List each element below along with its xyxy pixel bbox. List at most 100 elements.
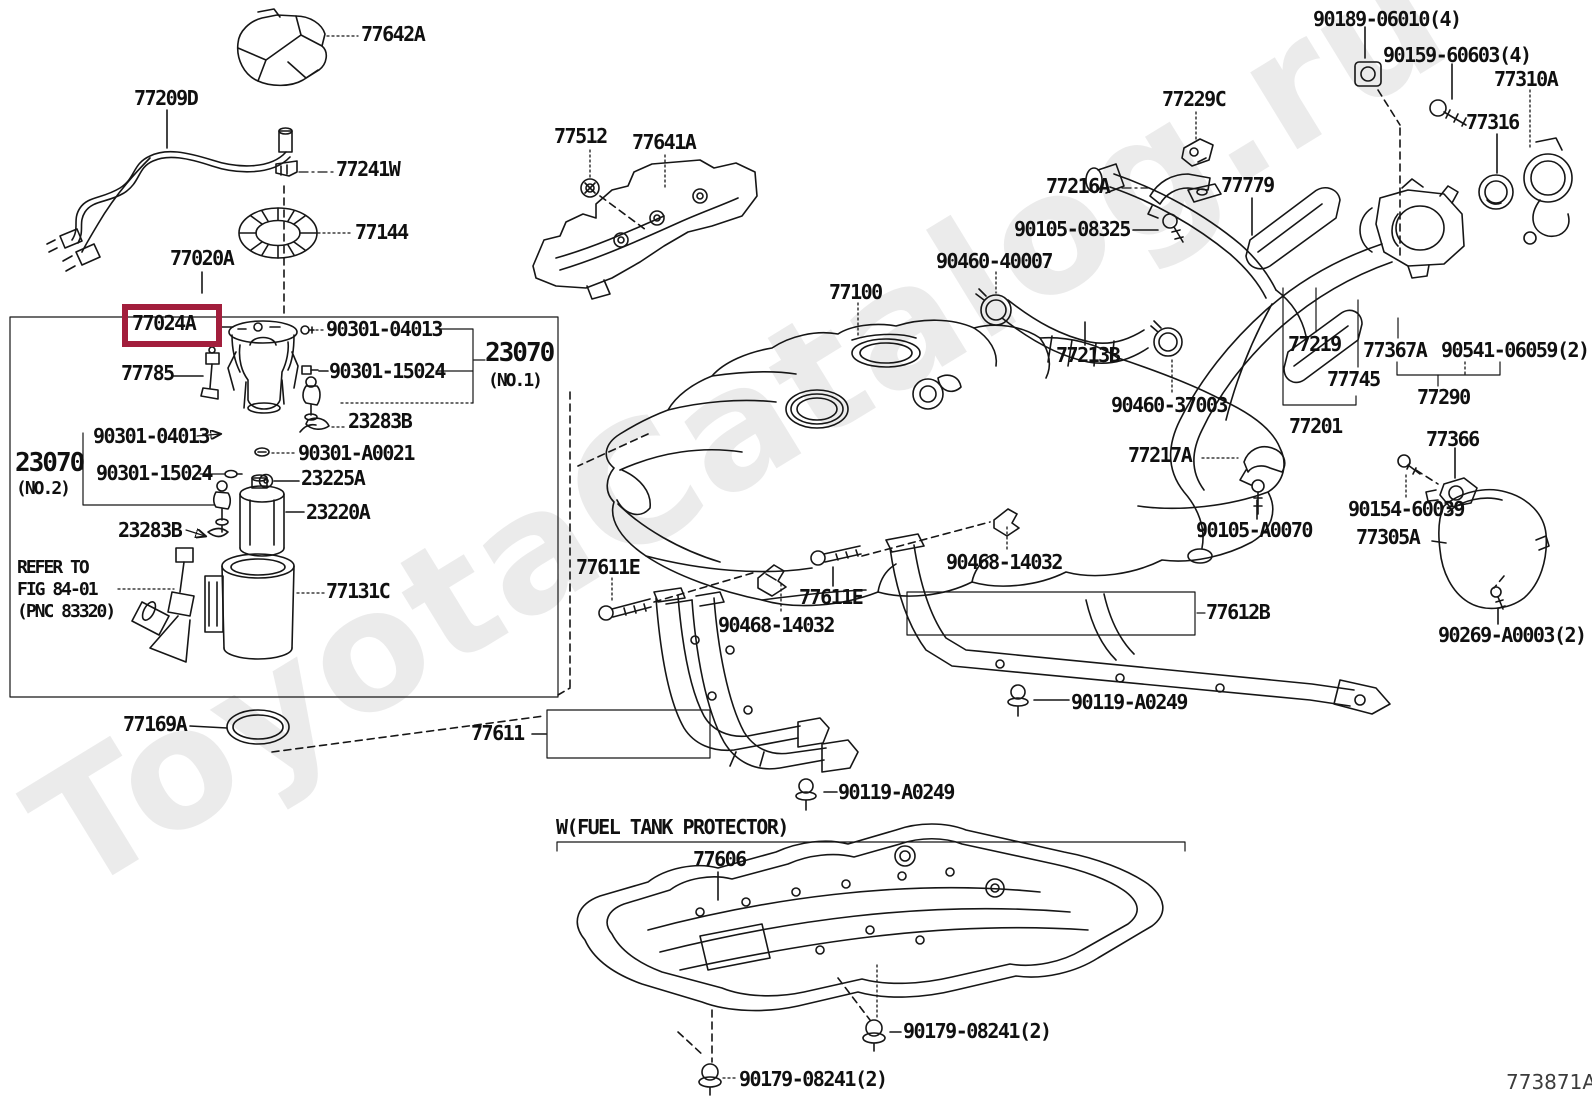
part-label-23220A: 23220A [306, 500, 371, 524]
part-label-77100: 77100 [829, 280, 883, 304]
part-label-77024A: 77024A [132, 311, 197, 335]
screw-90301-15024-a [301, 365, 319, 375]
part-label-77229C: 77229C [1162, 87, 1227, 111]
part-label-77213B: 77213B [1056, 343, 1121, 367]
bolt-77611E-1 [598, 598, 652, 621]
fuel-pump-canister-drawing [239, 474, 285, 557]
fuel-tank-drawing [605, 319, 1285, 607]
pump-module-drawing [227, 320, 299, 414]
injector-23220-parts [212, 480, 232, 533]
part-label-77217A: 77217A [1128, 443, 1193, 467]
screw-90159-drawing [1429, 99, 1467, 127]
part-label-W-FUEL-TANK-PROTECTOR-: W(FUEL TANK PROTECTOR) [556, 815, 789, 839]
bolt-90179-bottom [698, 1063, 722, 1096]
part-label-23283B: 23283B [348, 409, 413, 433]
part-label-77290: 77290 [1417, 385, 1471, 409]
leader-lines [73, 26, 1531, 1079]
part-label--NO-2-: (NO.2) [16, 478, 71, 499]
part-label-90468-14032: 90468-14032 [718, 613, 835, 637]
hook-23283B-left [207, 527, 229, 538]
part-77785-drawing [200, 346, 220, 400]
part-label-77512: 77512 [554, 124, 608, 148]
bolt-77512-drawing [580, 178, 600, 198]
breather-hose-77213B-drawing [1001, 299, 1149, 367]
part-label-90301-04013: 90301-04013 [93, 424, 210, 448]
screw-90269-drawing [1490, 586, 1506, 610]
clip-90468-1 [757, 564, 787, 597]
part-label-77366: 77366 [1426, 427, 1480, 451]
bolt-90179-right [862, 1019, 886, 1052]
part-label-77642A: 77642A [361, 22, 426, 46]
clamp-77217A-drawing [1239, 446, 1286, 515]
part-label-90105-A0070: 90105-A0070 [1196, 518, 1313, 542]
fuel-door-77305A-drawing [1438, 488, 1550, 610]
part-label-90189-06010-4-: 90189-06010(4) [1313, 7, 1462, 31]
detail-box-outline [9, 316, 559, 698]
screw-90154-drawing [1397, 454, 1421, 475]
part-label-77612B: 77612B [1206, 600, 1271, 624]
part-label--NO-1-: (NO.1) [488, 370, 543, 391]
part-label-77241W: 77241W [336, 157, 401, 181]
part-label-90105-08325: 90105-08325 [1014, 217, 1131, 241]
grommet-90301-A0021 [254, 447, 270, 457]
part-label-77611E: 77611E [576, 555, 641, 579]
part-label-REFER-TO: REFER TO [17, 557, 90, 578]
part-label-77305A: 77305A [1356, 525, 1421, 549]
fuel-cap-ring-77316 [1478, 174, 1514, 210]
part-label-77209D: 77209D [134, 86, 199, 110]
part-label-23283B: 23283B [118, 518, 183, 542]
regulator-drawing [302, 376, 321, 421]
bolt-90119-A0249-left [795, 778, 817, 811]
bracket-77216A-drawing [1147, 173, 1222, 219]
part-label-90179-08241-2-: 90179-08241(2) [739, 1067, 888, 1091]
part-label-77745: 77745 [1327, 367, 1381, 391]
part-label-90301-15024: 90301-15024 [96, 461, 213, 485]
part-label-77779: 77779 [1221, 173, 1275, 197]
protector-plate-drawing [576, 823, 1164, 1012]
highlight-box-77024A [122, 304, 222, 347]
heat-shield-drawing [532, 159, 758, 300]
part-label-90301-A0021: 90301-A0021 [298, 441, 415, 465]
hook-23283B-right [299, 417, 330, 433]
clip-90468-2 [993, 508, 1020, 537]
part-label-90468-14032: 90468-14032 [946, 550, 1063, 574]
part-label-77310A: 77310A [1494, 67, 1559, 91]
part-label-90460-40007: 90460-40007 [936, 249, 1053, 273]
fuel-tube-drawing [46, 127, 293, 272]
part-label-23070: 23070 [485, 338, 555, 368]
part-label-90159-60603-4-: 90159-60603(4) [1383, 43, 1532, 67]
part-label-77169A: 77169A [123, 712, 188, 736]
part-label-77611E: 77611E [799, 585, 864, 609]
part-label-23070: 23070 [15, 448, 85, 478]
bolt-77611E-2 [810, 545, 862, 566]
part-label-90460-37003: 90460-37003 [1111, 393, 1228, 417]
part-label-77316: 77316 [1466, 110, 1520, 134]
clip-77241W-drawing [275, 160, 298, 177]
part-label--PNC-83320-: (PNC 83320) [17, 601, 116, 622]
diagram-id: 773871A [1506, 1070, 1592, 1094]
fuel-pump-cover-drawing [236, 8, 328, 87]
fuel-cap-77310A-drawing [1523, 137, 1573, 245]
nut-77366-drawing [1425, 477, 1478, 508]
part-label-90541-06059-2-: 90541-06059(2) [1441, 338, 1590, 362]
retainer-ring-drawing [238, 207, 318, 259]
o-ring-drawing [226, 709, 290, 745]
part-label-90119-A0249: 90119-A0249 [838, 780, 955, 804]
hose-clamp-90460-37003 [1150, 320, 1183, 357]
fuel-sender-drawing [131, 547, 195, 663]
part-label-90179-08241-2-: 90179-08241(2) [903, 1019, 1052, 1043]
part-label-77131C: 77131C [326, 579, 391, 603]
bolt-90119-A0249-right [1007, 684, 1029, 717]
filler-pipe-drawing [1085, 163, 1393, 564]
clip-77229C-drawing [1181, 138, 1214, 167]
part-label-77611: 77611 [471, 721, 525, 745]
part-label-77144: 77144 [355, 220, 409, 244]
part-label-77219: 77219 [1288, 332, 1342, 356]
part-label-77201: 77201 [1289, 414, 1343, 438]
filter-cup-drawing [204, 553, 295, 660]
part-label-90119-A0249: 90119-A0249 [1071, 690, 1188, 714]
part-label-FIG-84-01: FIG 84-01 [17, 579, 99, 600]
part-label-77216A: 77216A [1046, 174, 1111, 198]
